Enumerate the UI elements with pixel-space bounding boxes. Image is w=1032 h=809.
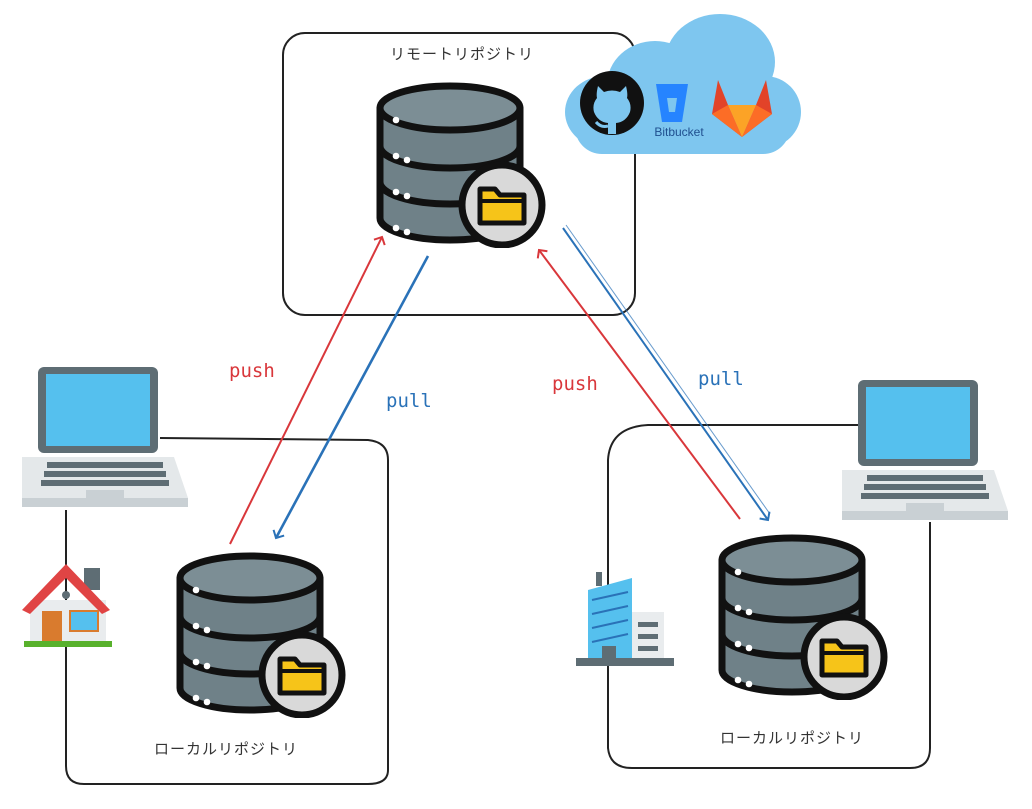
pull-label-left: pull [386,390,432,412]
local-repository-left-frame [65,437,389,785]
database-icon [180,556,342,715]
push-label-right: push [552,373,598,395]
database-icon [380,86,542,245]
local-repository-left-label: ローカルリポジトリ [154,740,298,758]
arrows [229,224,771,545]
pull-label-right: pull [698,368,744,390]
push-label-left: push [229,360,275,382]
bitbucket-text: Bitbucket [654,125,704,139]
gitlab-icon [712,80,772,137]
laptop-icon [842,380,1008,520]
hosting-cloud: Bitbucket [565,14,801,154]
push-arrow-right [536,248,741,520]
remote-repository-frame [282,32,636,316]
office-building-icon [576,572,674,666]
local-repository-right-group: ローカルリポジトリ [576,380,1008,769]
bitbucket-icon: Bitbucket [654,84,704,139]
remote-repository-group: リモートリポジトリ [282,32,636,316]
push-arrow-left [229,235,386,545]
pull-arrow-right [562,227,771,522]
local-repository-right-label: ローカルリポジトリ [720,729,864,747]
laptop-icon [22,367,188,507]
local-repository-right-frame [607,424,931,769]
local-repository-left-group: ローカルリポジトリ [22,367,389,785]
database-icon [722,538,884,697]
pull-arrow-left [272,255,430,540]
remote-repository-label: リモートリポジトリ [390,45,534,63]
github-icon [580,71,644,135]
house-icon [22,564,112,647]
